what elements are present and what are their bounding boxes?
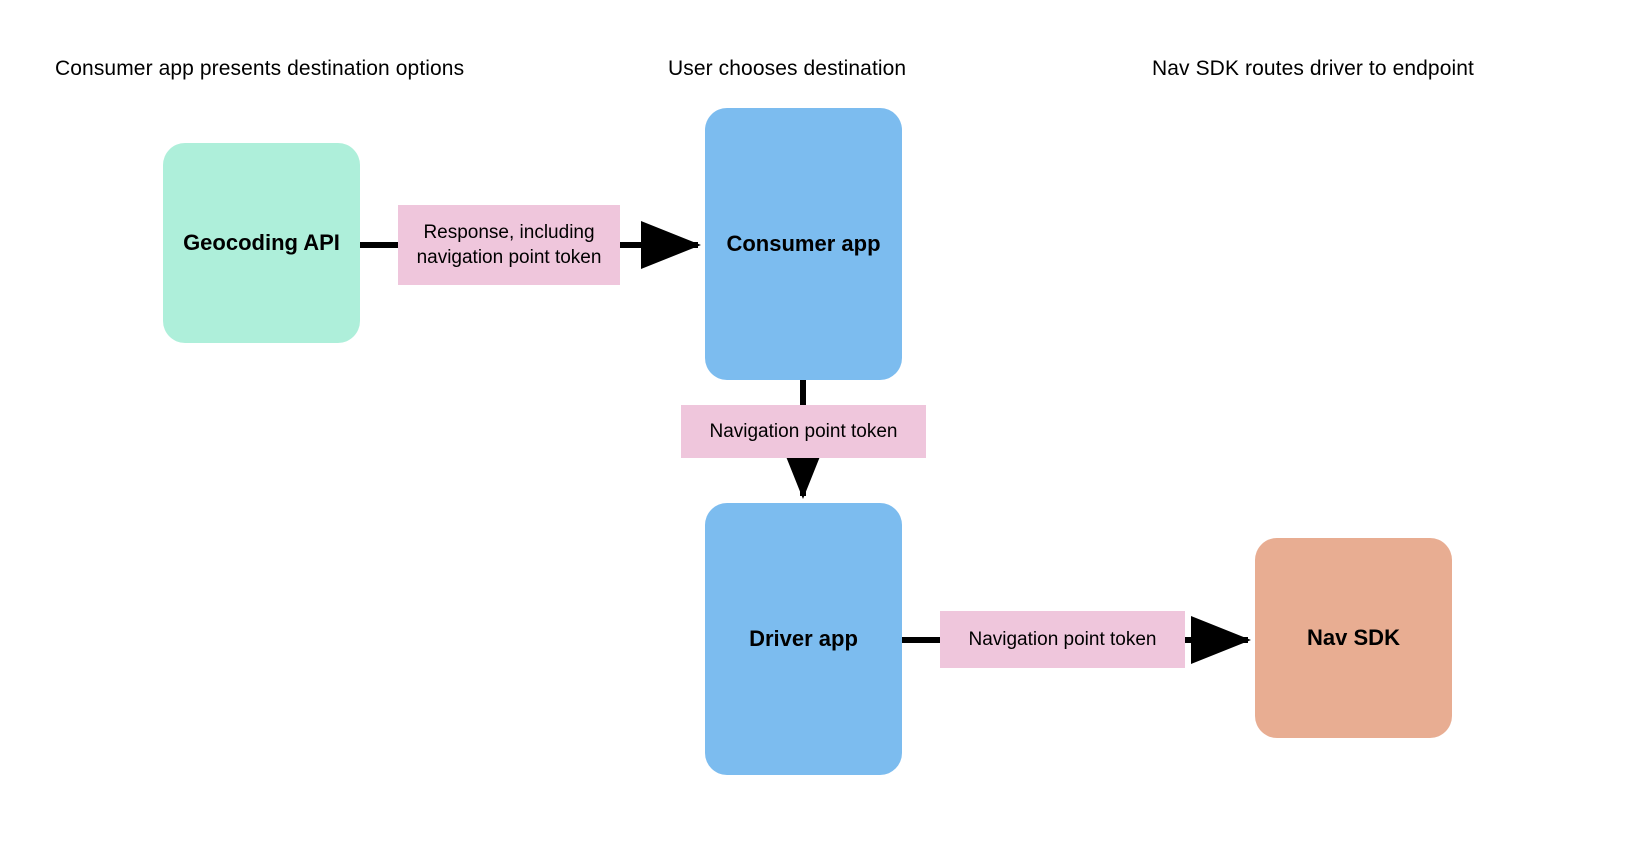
column-heading-user: User chooses destination [668, 57, 907, 80]
edge-label-navigation-point-token-horizontal: Navigation point token [940, 611, 1185, 668]
node-geocoding-api: Geocoding API [163, 143, 360, 343]
column-heading-navsdk: Nav SDK routes driver to endpoint [1152, 57, 1474, 80]
node-nav-sdk: Nav SDK [1255, 538, 1452, 738]
edge-label-navigation-point-token-vertical: Navigation point token [681, 405, 926, 458]
edge-label-response: Response, including navigation point tok… [398, 205, 620, 285]
node-driver-app: Driver app [705, 503, 902, 775]
column-heading-consumer: Consumer app presents destination option… [55, 57, 465, 80]
node-consumer-app: Consumer app [705, 108, 902, 380]
